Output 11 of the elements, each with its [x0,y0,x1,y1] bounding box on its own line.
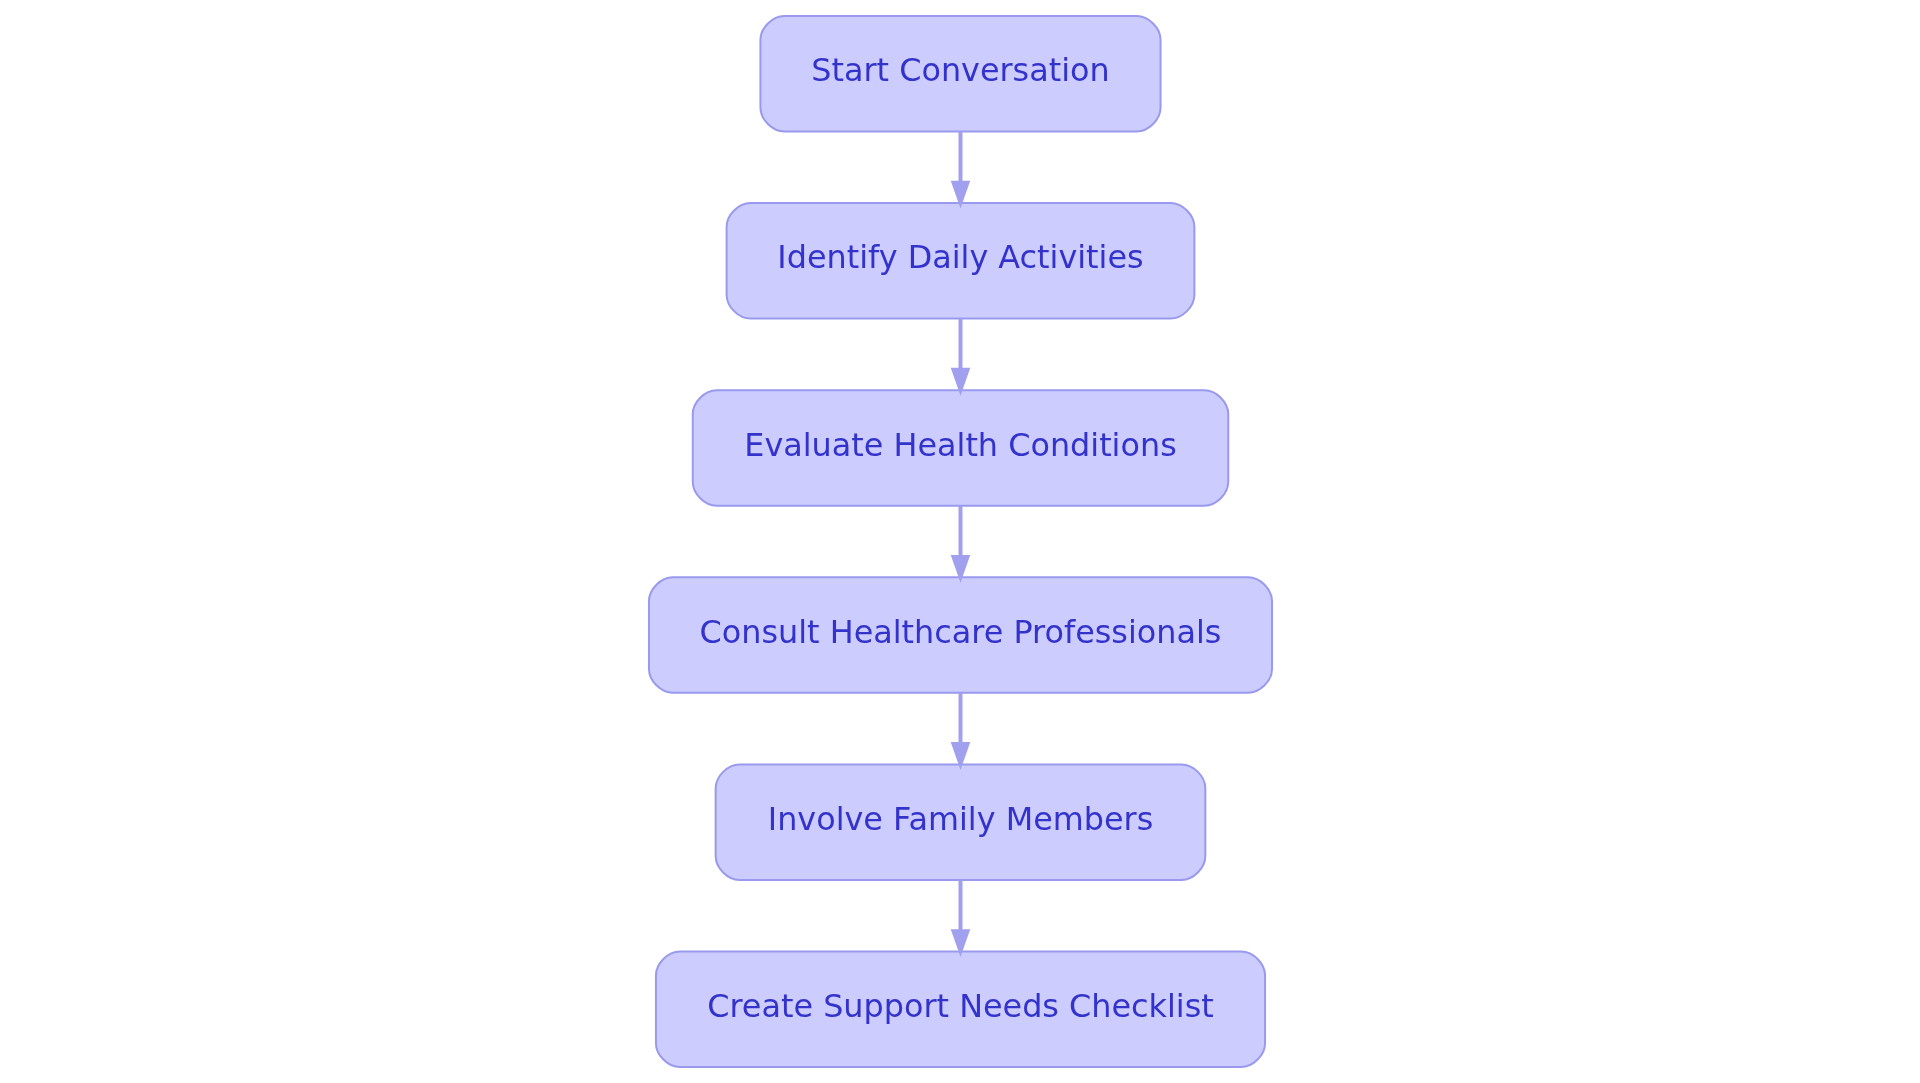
node-box: Involve Family Members [714,763,1206,881]
node-box: Consult Healthcare Professionals [647,576,1273,694]
arrow [950,693,970,770]
arrow [950,505,970,583]
arrow [950,880,970,958]
node-box: Start Conversation [758,14,1162,133]
arrow [950,131,970,209]
arrow [950,318,970,396]
node-box: Identify Daily Activities [725,202,1195,320]
node-box: Evaluate Health Conditions [691,389,1229,507]
node-box: Create Support Needs Checklist [654,950,1266,1069]
